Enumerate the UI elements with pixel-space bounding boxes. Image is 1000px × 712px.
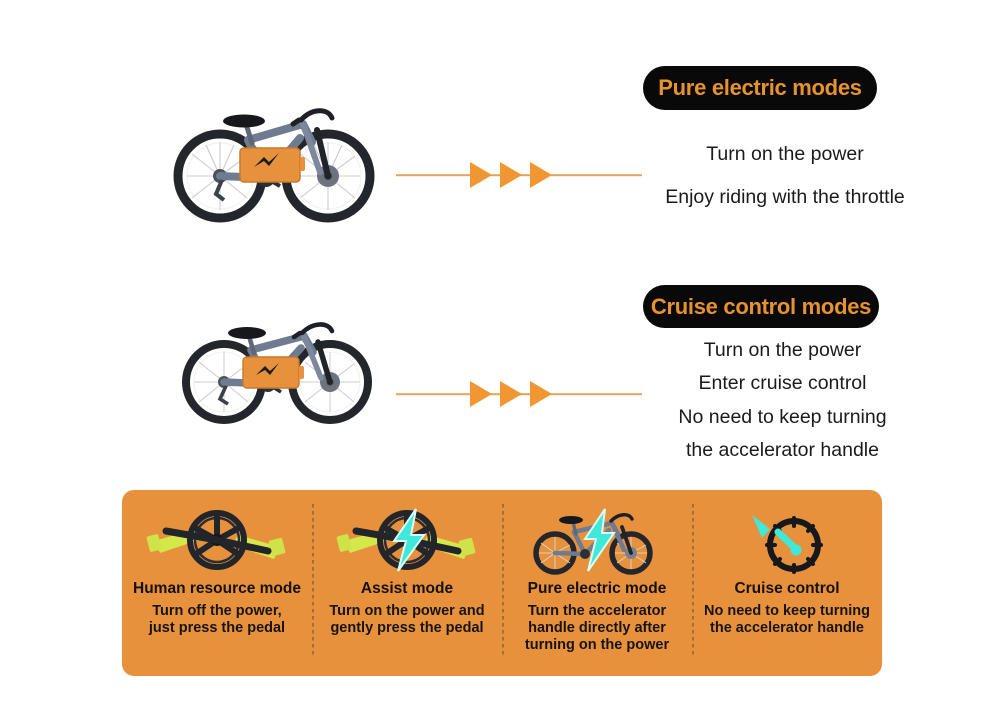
arrow-flow-cruise-control — [396, 379, 642, 409]
mode-column-human-resource: Human resource mode Turn off the power, … — [122, 490, 312, 676]
speedometer-icon — [732, 502, 842, 578]
riding-modes-panel: Human resource mode Turn off the power, … — [122, 490, 882, 676]
mode-column-pure-electric: Pure electric mode Turn the accelerator … — [502, 490, 692, 676]
mode-description-line: turning on the power — [524, 637, 670, 654]
mode-title: Assist mode — [360, 580, 454, 597]
mode-description-line: Turn on the power and — [329, 603, 485, 619]
arrow-triangles — [470, 381, 552, 407]
mode-description-line: No need to keep turning — [704, 603, 870, 619]
triangle-right-icon — [470, 381, 492, 407]
description-line: the accelerator handle — [686, 439, 879, 462]
mode-title: Human resource mode — [133, 580, 301, 597]
triangle-right-icon — [470, 162, 492, 188]
description-cruise-control: Turn on the power Enter cruise control N… — [610, 339, 955, 462]
description-line: Enter cruise control — [698, 372, 867, 395]
crankset-bolt-icon — [334, 502, 480, 578]
arrow-triangles — [470, 162, 552, 188]
triangle-right-icon — [500, 162, 522, 188]
mode-column-assist: Assist mode Turn on the power and gently… — [312, 490, 502, 676]
triangle-right-icon — [530, 162, 552, 188]
description-line: Turn on the power — [706, 143, 864, 165]
electric-bike-image-pure-electric — [173, 108, 375, 223]
description-line: No need to keep turning — [678, 405, 887, 428]
mode-description: Turn on the power and gently press the p… — [329, 603, 484, 637]
mode-description-line: the accelerator handle — [710, 620, 864, 637]
electric-bike-image-cruise-control — [182, 322, 372, 424]
description-pure-electric: Turn on the power Enjoy riding with the … — [620, 143, 950, 209]
mode-description: Turn the accelerator handle directly aft… — [525, 603, 669, 654]
mode-description: Turn off the power, just press the pedal — [149, 603, 285, 637]
mode-column-cruise-control: Cruise control No need to keep turning t… — [692, 490, 882, 676]
triangle-right-icon — [530, 381, 552, 407]
badge-pure-electric-modes: Pure electric modes — [643, 66, 877, 110]
mode-title: Pure electric mode — [527, 580, 667, 597]
mode-description-line: handle directly after — [528, 620, 666, 637]
crankset-icon — [144, 502, 290, 578]
mode-description: No need to keep turning the accelerator … — [704, 603, 870, 637]
mode-description-line: Turn off the power, — [152, 603, 282, 619]
triangle-right-icon — [500, 381, 522, 407]
bike-bolt-icon — [527, 502, 667, 578]
description-line: Turn on the power — [703, 339, 862, 361]
description-line: Enjoy riding with the throttle — [665, 186, 905, 209]
badge-cruise-control-modes: Cruise control modes — [643, 285, 879, 328]
mode-description-line: just press the pedal — [148, 620, 286, 637]
mode-title: Cruise control — [734, 580, 840, 597]
mode-description-line: gently press the pedal — [330, 620, 484, 637]
mode-description-line: Turn the accelerator — [527, 603, 667, 619]
arrow-flow-pure-electric — [396, 160, 642, 190]
